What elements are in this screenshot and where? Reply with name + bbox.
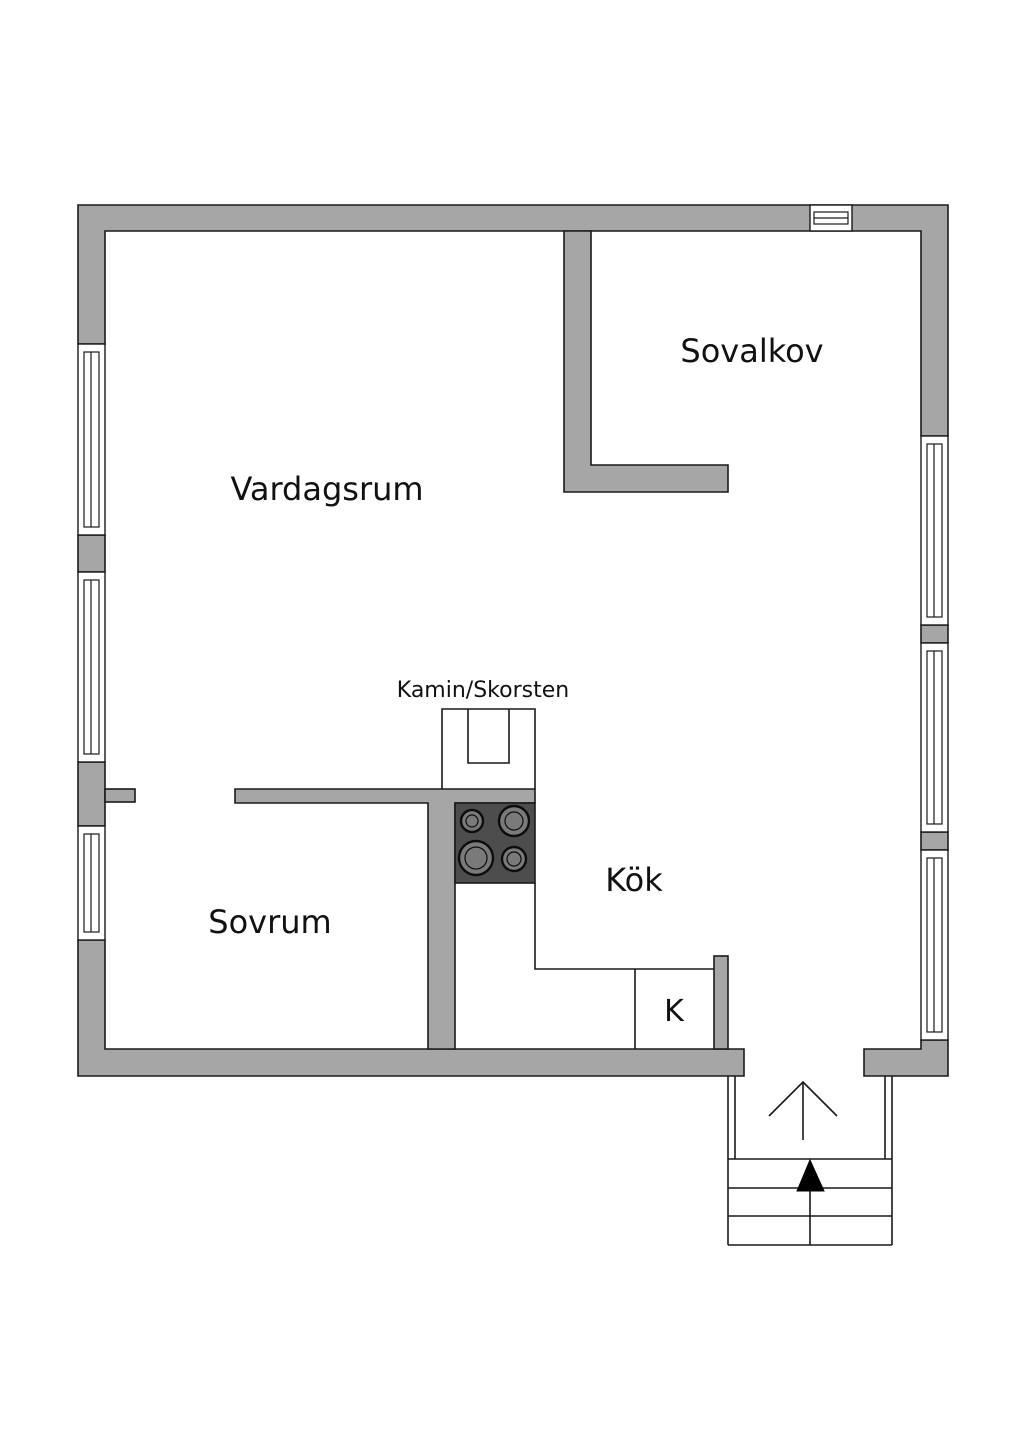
kitchen-counter	[534, 883, 714, 1049]
stair-direction-icon	[796, 1158, 825, 1192]
room-label-sovrum: Sovrum	[208, 903, 331, 941]
entrance-arrow-icon	[768, 1080, 838, 1140]
label-k: K	[664, 994, 685, 1029]
label-kamin-skorsten: Kamin/Skorsten	[397, 678, 569, 703]
stove	[454, 802, 536, 884]
window-top-small	[809, 204, 853, 232]
entrance-porch	[727, 1076, 893, 1246]
room-label-kok: Kök	[605, 861, 663, 899]
window-left-1	[77, 343, 106, 536]
window-right-1	[920, 435, 949, 626]
window-left-2	[77, 571, 106, 763]
window-right-2	[920, 642, 949, 833]
fireplace	[441, 708, 536, 789]
window-left-3	[77, 825, 106, 941]
interior-walls	[104, 230, 729, 1050]
windows	[77, 204, 949, 1041]
room-label-vardagsrum: Vardagsrum	[230, 470, 423, 508]
window-right-3	[920, 849, 949, 1041]
room-label-sovalkov: Sovalkov	[680, 332, 823, 370]
